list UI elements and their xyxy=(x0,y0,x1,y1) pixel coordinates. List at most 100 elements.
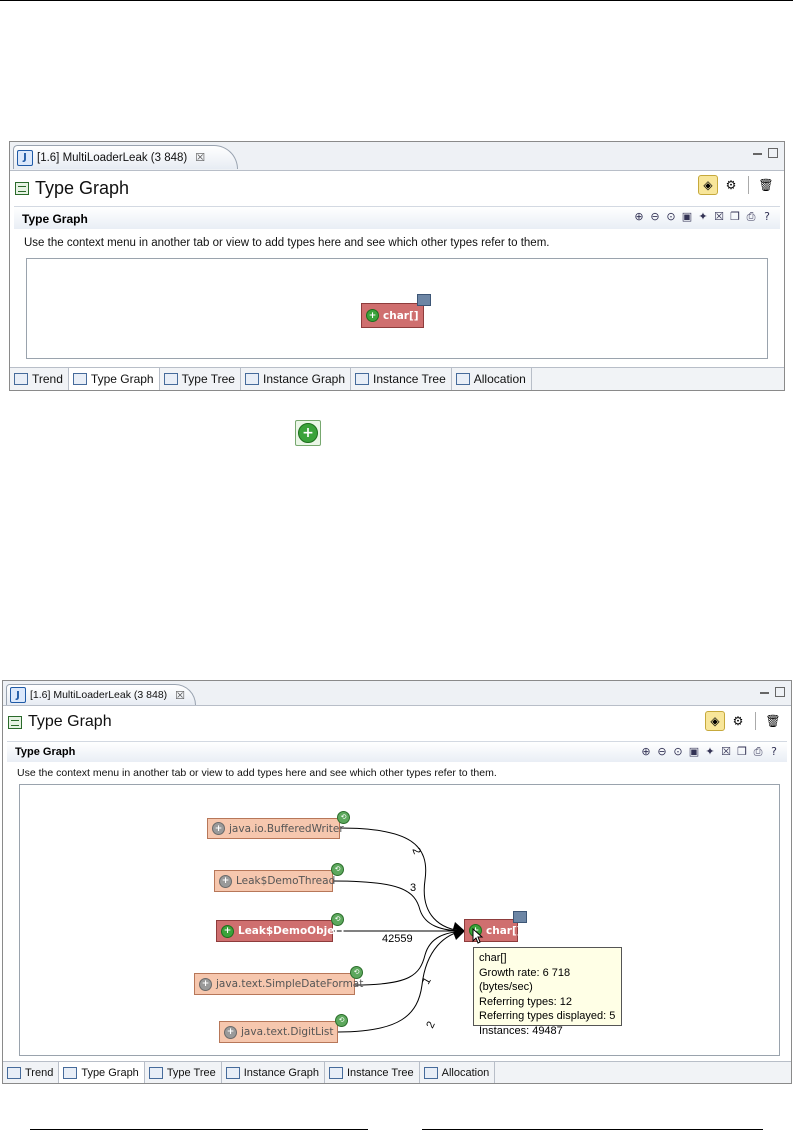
tab-trend[interactable]: Trend xyxy=(10,368,69,390)
tab-trend[interactable]: Trend xyxy=(3,1062,60,1083)
profiler-icon: J xyxy=(10,687,26,703)
clear-icon[interactable]: ☒ xyxy=(721,745,731,758)
zoom-in-icon[interactable]: ⊕ xyxy=(634,210,644,223)
green-plus-icon: + xyxy=(295,420,321,446)
tab-label: Instance Graph xyxy=(262,372,346,386)
tab-type-tree[interactable]: Type Tree xyxy=(160,368,241,390)
expand-plus-icon[interactable]: + xyxy=(224,1025,237,1039)
view-toolbar: ◈ ⚙ 🗑 xyxy=(705,711,783,731)
graph-edges xyxy=(332,827,466,1033)
expand-plus-icon[interactable]: + xyxy=(199,977,212,991)
type-graph-icon xyxy=(8,715,22,729)
pin-icon[interactable] xyxy=(513,911,527,923)
toolbar-separator xyxy=(755,712,756,730)
zoom-in-icon[interactable]: ⊕ xyxy=(641,745,651,758)
zoom-reset-icon[interactable]: ⊙ xyxy=(666,210,676,223)
layout-icon[interactable]: ✦ xyxy=(705,745,715,758)
referrers-badge-icon[interactable]: ⟲ xyxy=(331,913,344,926)
node-tooltip: char[] Growth rate: 6 718 (bytes/sec) Re… xyxy=(473,947,622,1037)
graph-canvas[interactable]: + char[] xyxy=(26,258,768,359)
editor-tab-title: [1.6] MultiLoaderLeak (3 848) xyxy=(30,689,168,701)
type-graph-icon xyxy=(63,1066,78,1079)
tab-label: Type Tree xyxy=(166,1066,216,1079)
node-label: char[] xyxy=(383,309,419,322)
node-label: Leak$DemoThread xyxy=(236,875,336,887)
zoom-out-icon[interactable]: ⊖ xyxy=(650,210,660,223)
settings-button[interactable]: ⚙ xyxy=(732,714,744,728)
tab-instance-tree[interactable]: Instance Tree xyxy=(325,1062,420,1083)
referrer-node[interactable]: + java.text.SimpleDateFormat xyxy=(194,973,363,995)
graph-mode-button[interactable]: ◈ xyxy=(705,711,725,731)
close-icon[interactable]: ☒ xyxy=(175,688,186,702)
minimize-icon[interactable] xyxy=(760,692,769,694)
settings-button[interactable]: ⚙ xyxy=(725,178,737,192)
referrer-node[interactable]: + Leak$DemoThread xyxy=(214,870,336,892)
help-icon[interactable]: ? xyxy=(771,745,777,758)
close-icon[interactable]: ☒ xyxy=(195,151,206,164)
tab-instance-graph[interactable]: Instance Graph xyxy=(241,368,352,390)
print-icon[interactable]: ⎙ xyxy=(746,210,756,223)
editor-tab-title: [1.6] MultiLoaderLeak (3 848) xyxy=(37,151,188,164)
type-graph-panel-empty: J [1.6] MultiLoaderLeak (3 848) ☒ Type G… xyxy=(9,141,785,391)
tab-type-graph[interactable]: Type Graph xyxy=(59,1062,145,1083)
tab-type-graph[interactable]: Type Graph xyxy=(68,368,160,390)
maximize-icon[interactable] xyxy=(768,148,778,158)
referrers-badge-icon[interactable]: ⟲ xyxy=(335,1014,348,1027)
view-title: Type Graph xyxy=(28,713,112,730)
tooltip-growth: Growth rate: 6 718 (bytes/sec) xyxy=(479,966,571,994)
editor-tab[interactable]: J [1.6] MultiLoaderLeak (3 848) ☒ xyxy=(13,145,238,169)
trash-icon[interactable]: 🗑 xyxy=(758,178,774,192)
page-top-rule xyxy=(0,0,793,1)
fit-icon[interactable]: ▣ xyxy=(681,210,693,223)
instance-tree-icon xyxy=(328,1066,343,1079)
expand-plus-icon[interactable]: + xyxy=(212,822,225,835)
tab-label: Type Graph xyxy=(81,1066,139,1079)
graph-toolbar: ⊕ ⊖ ⊙ ▣ ✦ ☒ ❐ ⎙ ? xyxy=(639,745,781,759)
expand-plus-icon[interactable]: + xyxy=(366,309,379,322)
trash-icon[interactable]: 🗑 xyxy=(765,714,781,728)
minimize-icon[interactable] xyxy=(753,153,762,155)
print-icon[interactable]: ⎙ xyxy=(753,745,763,758)
layout-icon[interactable]: ✦ xyxy=(698,210,708,223)
type-node-char-array[interactable]: + char[] xyxy=(361,303,424,328)
tab-allocation[interactable]: Allocation xyxy=(420,1062,496,1083)
type-graph-icon xyxy=(72,373,87,385)
copy-icon[interactable]: ❐ xyxy=(730,210,740,223)
pin-icon[interactable] xyxy=(417,294,431,306)
referrer-node[interactable]: + Leak$DemoObject xyxy=(216,920,346,942)
expand-plus-icon[interactable]: + xyxy=(219,874,232,888)
edge-count: 3 xyxy=(410,882,417,894)
footer-rule-left xyxy=(30,1129,368,1130)
footer-rule-right xyxy=(422,1129,763,1130)
clear-icon[interactable]: ☒ xyxy=(714,210,724,223)
help-icon[interactable]: ? xyxy=(764,210,770,223)
tab-type-tree[interactable]: Type Tree xyxy=(145,1062,222,1083)
expand-plus-icon[interactable]: + xyxy=(221,924,234,938)
copy-icon[interactable]: ❐ xyxy=(737,745,747,758)
zoom-reset-icon[interactable]: ⊙ xyxy=(673,745,683,758)
graph-mode-button[interactable]: ◈ xyxy=(698,175,718,195)
referrers-badge-icon[interactable]: ⟲ xyxy=(337,811,350,824)
tab-instance-tree[interactable]: Instance Tree xyxy=(351,368,452,390)
instance-graph-icon xyxy=(244,373,259,385)
section-title: Type Graph xyxy=(22,212,88,226)
maximize-icon[interactable] xyxy=(775,687,785,697)
tab-label: Instance Tree xyxy=(373,372,446,386)
tab-allocation[interactable]: Allocation xyxy=(452,368,532,390)
profiler-icon: J xyxy=(17,149,33,166)
zoom-out-icon[interactable]: ⊖ xyxy=(657,745,667,758)
tab-instance-graph[interactable]: Instance Graph xyxy=(222,1062,325,1083)
referrers-badge-icon[interactable]: ⟲ xyxy=(331,863,344,876)
description-text: Use the context menu in another tab or v… xyxy=(17,767,497,779)
editor-tab[interactable]: J [1.6] MultiLoaderLeak (3 848) ☒ xyxy=(6,684,196,705)
mouse-cursor-icon xyxy=(472,928,484,944)
node-label: java.text.SimpleDateFormat xyxy=(216,978,364,990)
tab-label: Instance Graph xyxy=(243,1066,319,1079)
tooltip-referring: Referring types: 12 xyxy=(479,995,572,1008)
allocation-icon xyxy=(455,373,470,385)
referrers-badge-icon[interactable]: ⟲ xyxy=(350,966,363,979)
fit-icon[interactable]: ▣ xyxy=(688,745,700,758)
referrer-node[interactable]: + java.text.DigitList xyxy=(219,1021,338,1043)
referrer-node[interactable]: + java.io.BufferedWriter xyxy=(207,818,344,839)
graph-canvas[interactable]: + java.io.BufferedWriter ⟲ 2 + Leak$Demo… xyxy=(19,784,780,1056)
